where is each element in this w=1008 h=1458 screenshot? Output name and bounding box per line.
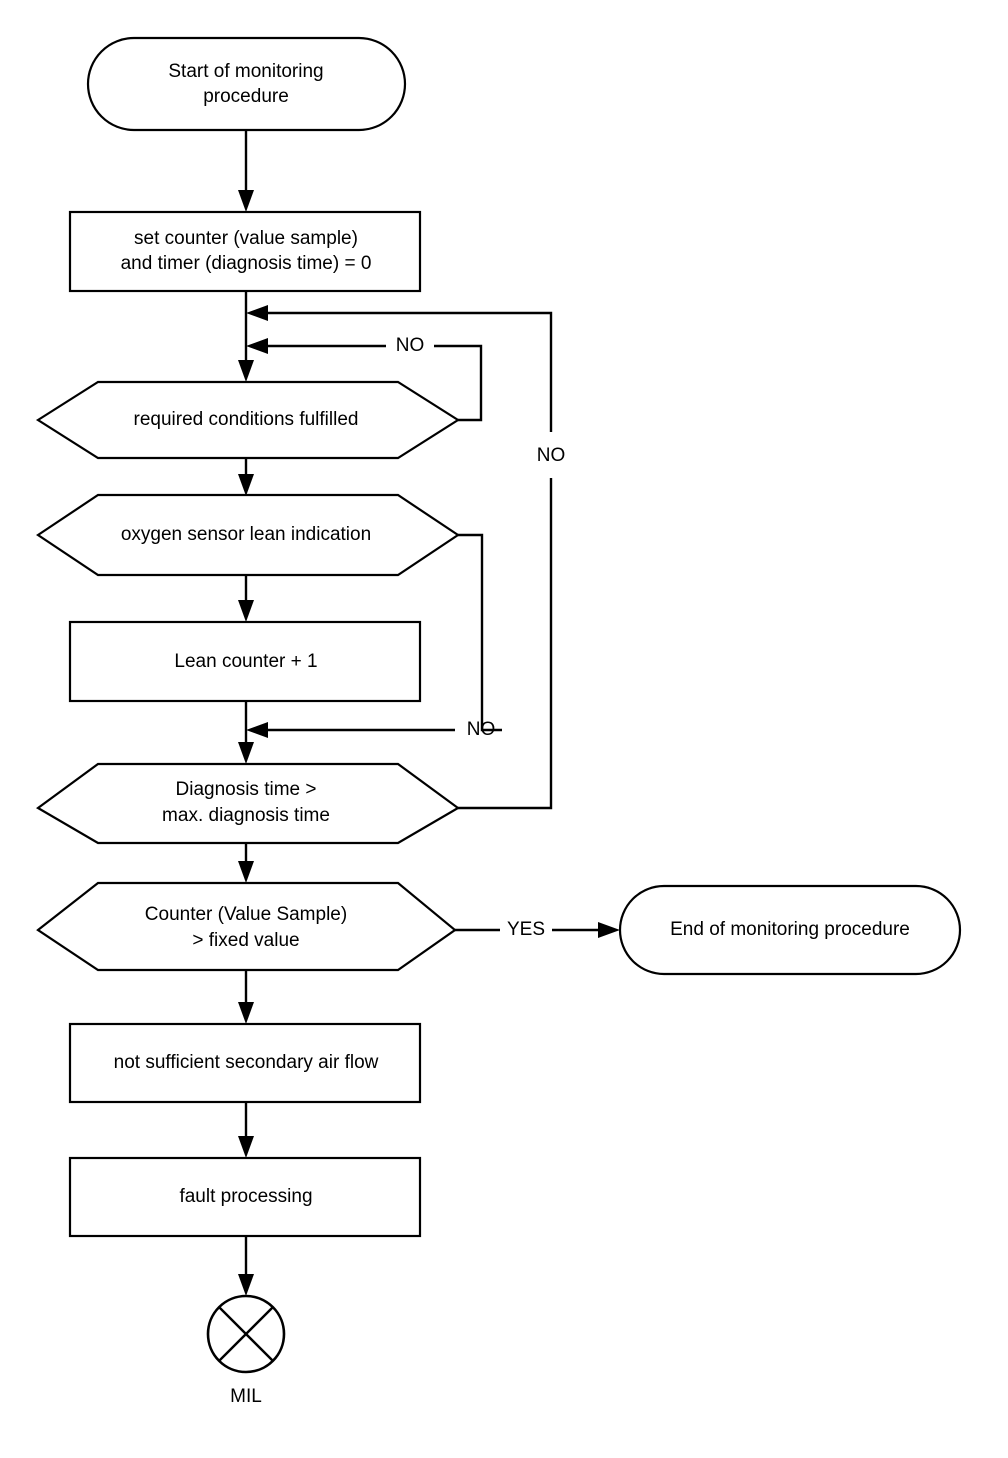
connector-oxygen-to-lean-counter [238, 575, 254, 622]
end-label-line1: End of monitoring procedure [670, 919, 910, 940]
diagnosis-label-line2: max. diagnosis time [162, 805, 330, 826]
conditions-label-line1: required conditions fulfilled [134, 409, 359, 430]
lean-counter-label-line1: Lean counter + 1 [174, 651, 317, 672]
init-label-line2: and timer (diagnosis time) = 0 [121, 253, 372, 274]
connector-counter-to-airflow [238, 970, 254, 1024]
node-diagnosis-time-decision[interactable]: Diagnosis time > max. diagnosis time [35, 762, 461, 845]
connector-fault-to-mil [238, 1236, 254, 1296]
connector-counter-yes-to-end [455, 922, 620, 938]
edge-label-conditions-no: NO [396, 335, 425, 356]
diagnosis-label-line1: Diagnosis time > [176, 779, 317, 800]
edge-label-diagnosis-no: NO [537, 445, 566, 466]
start-label-line2: procedure [203, 86, 289, 107]
counter-label-line2: > fixed value [192, 930, 299, 951]
connector-init-to-conditions [238, 291, 254, 382]
init-label-line1: set counter (value sample) [134, 228, 358, 249]
node-oxygen-sensor-decision[interactable]: oxygen sensor lean indication [36, 493, 460, 577]
node-air-flow-process[interactable]: not sufficient secondary air flow [68, 1022, 422, 1104]
edge-label-oxygen-no: NO [467, 719, 496, 740]
node-lean-counter-process[interactable]: Lean counter + 1 [68, 620, 422, 703]
air-flow-label-line1: not sufficient secondary air flow [114, 1052, 379, 1073]
node-init-process[interactable]: set counter (value sample) and timer (di… [68, 210, 422, 293]
node-required-conditions-decision[interactable]: required conditions fulfilled [35, 380, 461, 460]
connector-oxygen-no-feedback [246, 533, 502, 738]
connector-airflow-to-fault [238, 1102, 254, 1158]
connector-lean-counter-to-diagnosis [238, 701, 254, 764]
counter-label-line1: Counter (Value Sample) [145, 904, 347, 925]
connector-conditions-to-oxygen [238, 458, 254, 496]
connector-diagnosis-no-feedback [246, 305, 553, 810]
fault-label-line1: fault processing [179, 1186, 312, 1207]
oxygen-label-line1: oxygen sensor lean indication [121, 524, 371, 545]
node-end-terminator[interactable]: End of monitoring procedure [618, 884, 962, 976]
connector-diagnosis-to-counter [238, 843, 254, 883]
connector-conditions-no-feedback [246, 338, 483, 422]
start-label-line1: Start of monitoring [168, 61, 323, 82]
connector-start-to-init [238, 130, 254, 212]
node-fault-processing-process[interactable]: fault processing [68, 1156, 422, 1238]
node-start-terminator[interactable]: Start of monitoring procedure [86, 36, 407, 132]
node-mil-indicator[interactable] [206, 1294, 286, 1374]
mil-label: MIL [230, 1386, 262, 1407]
edge-label-counter-yes: YES [507, 919, 545, 940]
node-counter-value-decision[interactable]: Counter (Value Sample) > fixed value [36, 881, 457, 972]
